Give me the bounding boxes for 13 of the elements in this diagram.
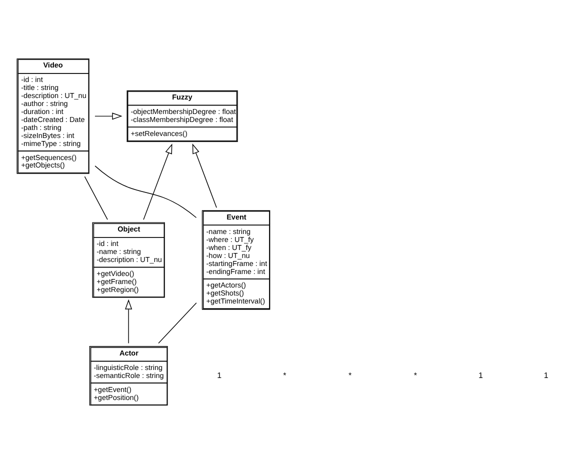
arrow	[192, 144, 217, 208]
arrow	[143, 144, 172, 220]
arrow	[94, 112, 122, 120]
label: 1	[544, 370, 548, 380]
arrow	[125, 299, 132, 344]
connector	[94, 166, 197, 218]
label: *	[348, 370, 352, 380]
label: *	[283, 370, 286, 380]
label: 1	[478, 370, 483, 380]
label: *	[414, 370, 417, 380]
label: 1	[217, 370, 222, 380]
connector	[158, 302, 197, 344]
connector	[84, 176, 108, 220]
